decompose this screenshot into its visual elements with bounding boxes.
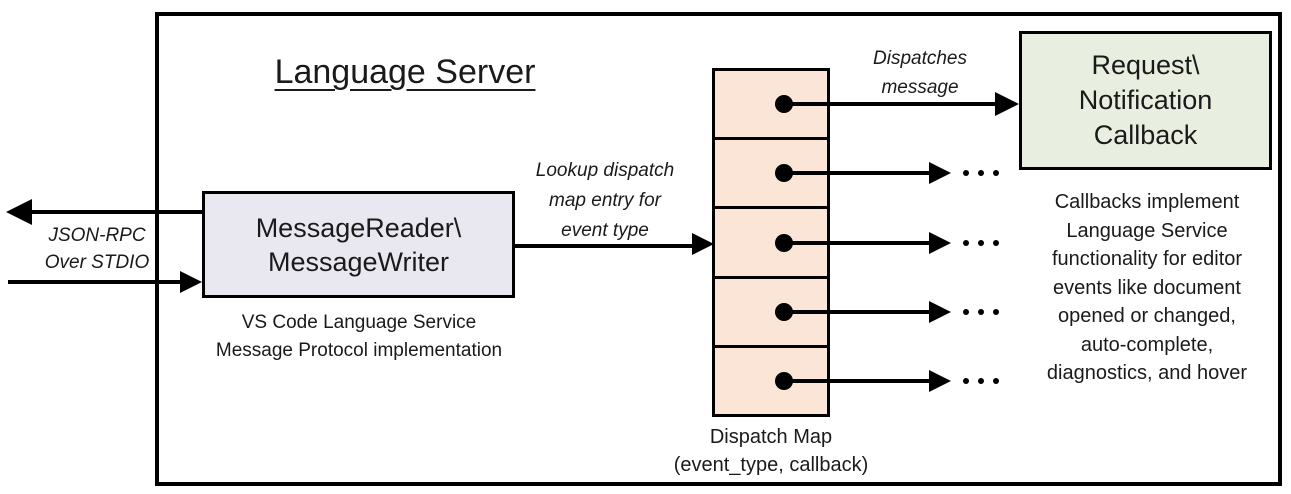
json-rpc-stdio-label: JSON-RPC Over STDIO xyxy=(44,225,150,273)
lookup-dispatch-label: Lookup dispatch map entry for event type xyxy=(535,160,675,241)
dispatch-arrowhead-icon xyxy=(929,232,951,254)
dispatch-arrow-line xyxy=(779,379,931,383)
dispatch-arrow-line xyxy=(779,241,931,245)
message-reader-writer-label: MessageReader\ MessageWriter xyxy=(255,212,462,277)
ellipsis-icon xyxy=(963,378,999,384)
dispatch-arrow-line xyxy=(779,310,931,314)
dispatch-arrowhead-icon xyxy=(929,301,951,323)
dispatch-arrowhead-icon xyxy=(929,370,951,392)
dispatches-message-label: Dispatches message xyxy=(873,48,967,98)
diagram-title: Language Server xyxy=(274,53,536,91)
dispatch-arrow-line xyxy=(779,102,997,106)
stdio-in-arrowhead-icon xyxy=(180,271,202,293)
stdio-out-arrowhead-icon xyxy=(6,199,32,225)
dispatch-map xyxy=(712,68,830,417)
lookup-arrow-line xyxy=(515,244,694,248)
stdio-out-arrow-line xyxy=(28,210,204,214)
ellipsis-icon xyxy=(963,309,999,315)
dispatch-map-caption: Dispatch Map (event_type, callback) xyxy=(673,426,869,476)
message-reader-caption: VS Code Language Service Message Protoco… xyxy=(215,312,503,361)
language-server-boundary-box xyxy=(155,12,1282,486)
ellipsis-icon xyxy=(963,240,999,246)
dispatch-arrowhead-icon xyxy=(995,92,1019,116)
stdio-in-arrow-line xyxy=(8,280,180,284)
request-notification-callback-label: Request\ Notification Callback xyxy=(1078,50,1213,150)
dispatch-arrow-line xyxy=(779,171,931,175)
lookup-arrowhead-icon xyxy=(692,233,714,255)
dispatch-arrowhead-icon xyxy=(929,162,951,184)
ellipsis-icon xyxy=(963,170,999,176)
callbacks-note: Callbacks implement Language Service fun… xyxy=(1046,191,1248,384)
request-notification-callback-box: Request\ Notification Callback xyxy=(1019,31,1272,170)
message-reader-writer-box: MessageReader\ MessageWriter xyxy=(202,191,515,298)
